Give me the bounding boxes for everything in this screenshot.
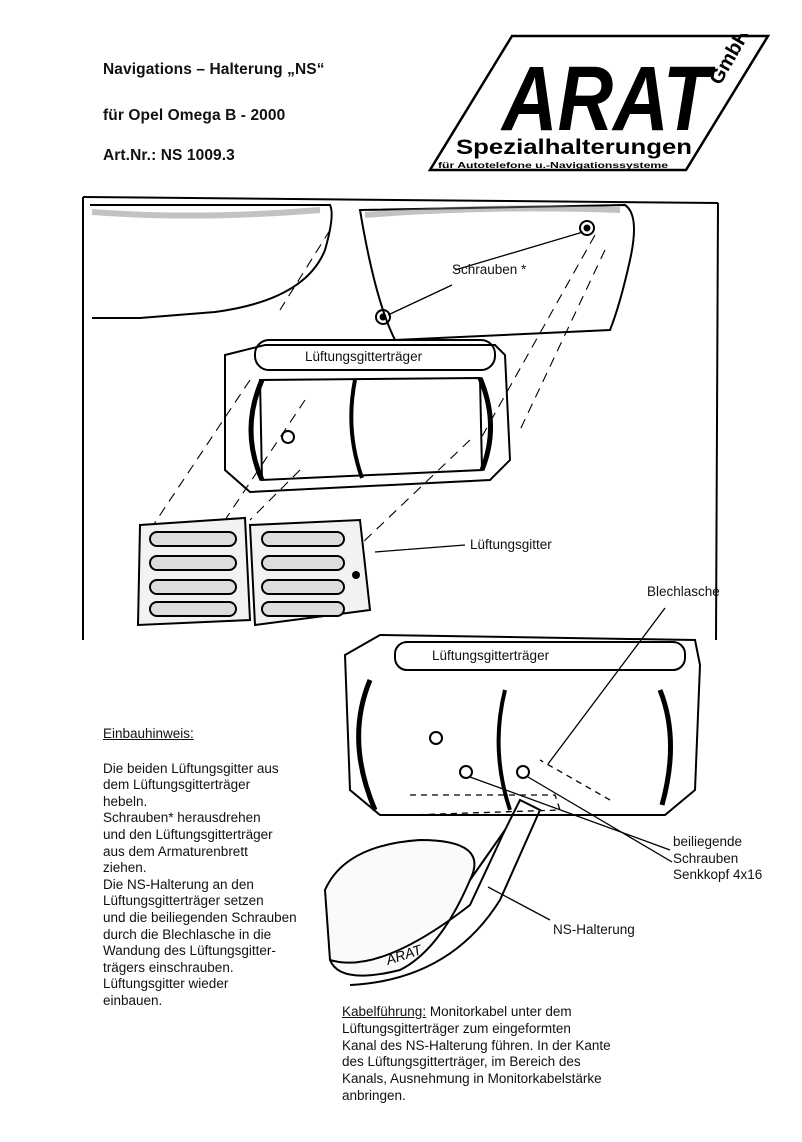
vent-grille-left [136, 516, 252, 627]
included-screws-line-1: beiliegende [673, 834, 743, 849]
vent-carrier-upper [224, 339, 512, 494]
notes-line: Lüftungsgitter wieder [103, 976, 229, 992]
frame-top-line [82, 196, 719, 204]
installation-notes-title: Einbauhinweis: [103, 726, 194, 741]
document-title: Navigations – Halterung „NS“ [103, 61, 325, 78]
ns-holder [323, 798, 542, 986]
cable-routing-title: Kabelführung: [342, 1004, 427, 1019]
vent-carrier-lower [343, 633, 702, 816]
cable-routing-notes: Kabelführung: Monitorkabel unter dem Lüf… [342, 1004, 682, 1105]
cable-line: Lüftungsgitterträger zum eingeformten [342, 1020, 571, 1036]
logo-subline: für Autotelefone u.-Navigationssysteme [438, 160, 668, 170]
notes-line: durch die Blechlasche in die [103, 926, 272, 942]
notes-line: Die NS-Halterung an den [103, 876, 254, 892]
notes-line: Lüftungsgitterträger setzen [103, 893, 264, 909]
notes-line: hebeln. [103, 793, 148, 809]
notes-line: aus dem Armaturenbrett [103, 843, 248, 859]
sheet-tab-label: Blechlasche [647, 584, 720, 599]
cable-first-line-rest: Monitorkabel unter dem [426, 1004, 572, 1019]
logo-brand: ARAT [500, 48, 715, 150]
vent-carrier-label-top: Lüftungsgitterträger [305, 349, 423, 364]
notes-line: Schrauben* herausdrehen [103, 810, 261, 826]
notes-line: Wandung des Lüftungsgitter- [103, 943, 276, 959]
cable-line: Kanals, Ausnehmung in Monitorkabelstärke [342, 1071, 602, 1087]
notes-line: einbauen. [103, 992, 163, 1008]
vent-grille-label: Lüftungsgitter [470, 537, 552, 552]
notes-line: Die beiden Lüftungsgitter aus [103, 760, 279, 776]
cable-line: des Lüftungsgitterträger, im Bereich des [342, 1054, 581, 1070]
notes-line: dem Lüftungsgitterträger [103, 777, 251, 793]
vent-grille-right [248, 518, 372, 627]
notes-line: trägers einschrauben. [103, 959, 234, 975]
notes-line: und die beiliegenden Schrauben [103, 909, 297, 925]
included-screws-line-2: Schrauben [673, 850, 739, 866]
cable-line: Kanal des NS-Halterung führen. In der Ka… [342, 1037, 611, 1053]
ns-holder-label: NS-Halterung [553, 922, 635, 937]
vent-carrier-label-bottom: Lüftungsgitterträger [432, 648, 550, 663]
notes-line: ziehen. [103, 860, 147, 876]
notes-line: und den Lüftungsgitterträger [103, 826, 273, 842]
screws-label: Schrauben * [452, 262, 527, 277]
frame-right-line [715, 202, 719, 641]
vehicle-subtitle: für Opel Omega B - 2000 [103, 107, 286, 124]
included-screws-label: beiliegende Schrauben Senkkopf 4x16 [673, 834, 762, 884]
logo-tagline: Spezialhalterungen [456, 136, 692, 159]
cable-line: anbringen. [342, 1087, 406, 1103]
article-number: Art.Nr.: NS 1009.3 [103, 147, 235, 164]
dashboard-panel [90, 203, 635, 342]
installation-notes: Einbauhinweis: Die beiden Lüftungsgitter… [103, 726, 338, 1010]
included-screws-line-3: Senkkopf 4x16 [673, 867, 763, 882]
cable-line: Kabelführung: Monitorkabel unter dem [342, 1004, 682, 1021]
arat-logo: ARAT GmbH Spezialhalterungen für Autotel… [427, 34, 770, 172]
